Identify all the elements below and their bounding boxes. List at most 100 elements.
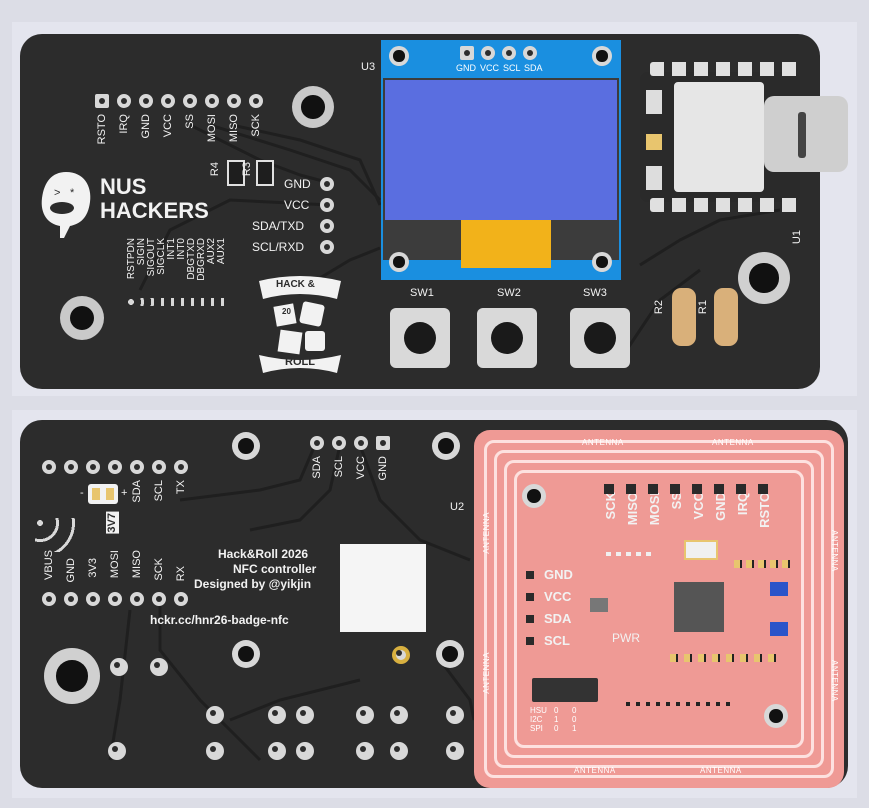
hack-roll-dice: 20 (282, 307, 291, 316)
rfid-side-label: VCC (544, 589, 572, 604)
via-pad (110, 658, 128, 676)
header-pin (174, 460, 188, 474)
via-pad (392, 646, 410, 664)
button-pad (268, 742, 286, 760)
button-pad (390, 706, 408, 724)
rfid-side-label: GND (544, 567, 573, 582)
resistor-r4 (227, 160, 245, 186)
jumper-label: + (121, 487, 128, 499)
pin-label: MOSI (109, 550, 121, 579)
i2c-pin (320, 240, 334, 254)
oled-mount-hole (592, 252, 612, 272)
oled-mount-hole (389, 252, 409, 272)
header-pin (64, 460, 78, 474)
hack-roll-logo-icon (259, 276, 341, 373)
resistor-r1 (714, 288, 738, 346)
via-pad (108, 742, 126, 760)
button-pad (268, 706, 286, 724)
header-pin (130, 592, 144, 606)
dip-switch[interactable] (532, 678, 598, 702)
mounting-hole (436, 640, 464, 668)
header-pin (108, 592, 122, 606)
rfid-pin-label: MISO (625, 492, 640, 526)
i2c-label: SDA/TXD (252, 219, 305, 233)
header-pin-row (127, 298, 229, 306)
info-subtitle: NFC controller (233, 562, 317, 576)
regulator-chip (590, 598, 608, 612)
rfid-pin-label: MOSI (647, 492, 662, 526)
smd-row (670, 654, 780, 662)
sw2-button[interactable] (477, 308, 537, 368)
button-pad (206, 706, 224, 724)
oled-screen (385, 80, 617, 220)
i2c-label: SCL/RXD (252, 240, 305, 254)
button-pad (446, 706, 464, 724)
rfid-side-label: SCL (544, 633, 570, 648)
oled-pin (310, 436, 324, 450)
button-pad (356, 742, 374, 760)
oled-pin-label: GND (377, 456, 389, 481)
rfid-pin-label: SCK (603, 492, 618, 520)
antenna-label: ANTENNA (482, 652, 491, 694)
header-pin (183, 94, 197, 108)
pin-label: GND (65, 558, 77, 583)
header-pin (161, 94, 175, 108)
header-pin (227, 94, 241, 108)
pin-label: SDA (131, 480, 143, 503)
oled-pin-label: SDA (311, 456, 323, 479)
mode-cell: 0 (554, 724, 559, 733)
hack-roll-top: HACK & (276, 279, 315, 290)
antenna-trace (494, 450, 824, 768)
rfid-pwr-label: PWR (612, 631, 640, 645)
i2c-label: GND (284, 177, 311, 191)
mounting-hole (60, 296, 104, 340)
mode-cell: 0 (554, 706, 559, 715)
svg-text:*: * (70, 187, 75, 199)
rfid-side-label: SDA (544, 611, 572, 626)
oled-mount-hole (389, 46, 409, 66)
mode-cell: 0 (572, 715, 577, 724)
hack-roll-bottom: ROLL (285, 356, 315, 368)
capacitor (770, 622, 788, 636)
rfid-pin-label: SS (669, 492, 684, 510)
battery-jumper (88, 484, 118, 504)
button-pad (296, 706, 314, 724)
header-pin (139, 94, 153, 108)
header-pin (152, 460, 166, 474)
duck-logo-icon: > * (41, 172, 91, 238)
pin-label: 3V3 (87, 558, 99, 578)
pin-label: MISO (131, 550, 143, 579)
header-pin (86, 592, 100, 606)
header-pin (42, 592, 56, 606)
header-pin (130, 460, 144, 474)
rfid-pin-label: VCC (691, 492, 706, 520)
mode-cell: 1 (572, 724, 577, 733)
sw3-button[interactable] (570, 308, 630, 368)
antenna-label: ANTENNA (830, 660, 839, 702)
antenna-label: ANTENNA (830, 530, 839, 572)
oled-pin (481, 46, 495, 60)
sw1-button[interactable] (390, 308, 450, 368)
header-pin (205, 94, 219, 108)
antenna-label: ANTENNA (582, 438, 624, 447)
oled-pin-label: SCL (503, 63, 521, 73)
mounting-hole (44, 648, 100, 704)
rfid-pin-label: GND (713, 492, 728, 521)
castellated-pads (650, 62, 800, 76)
info-url: hckr.cc/hnr26-badge-nfc (150, 613, 289, 627)
oled-ref: U3 (361, 61, 376, 73)
usb-c-port (764, 96, 848, 172)
button-label: SW2 (497, 287, 521, 299)
oled-pin (460, 46, 474, 60)
info-designer: Designed by @yikjin (194, 577, 312, 591)
rfid-module (474, 430, 844, 788)
mounting-hole (432, 432, 460, 460)
capacitor (770, 582, 788, 596)
header-pin (174, 592, 188, 606)
oled-pin (376, 436, 390, 450)
castellated-pads (650, 198, 800, 212)
mcu-shield (674, 82, 764, 192)
mode-row: I2C 1 0 (530, 715, 590, 724)
rfid-header-top (604, 484, 774, 494)
